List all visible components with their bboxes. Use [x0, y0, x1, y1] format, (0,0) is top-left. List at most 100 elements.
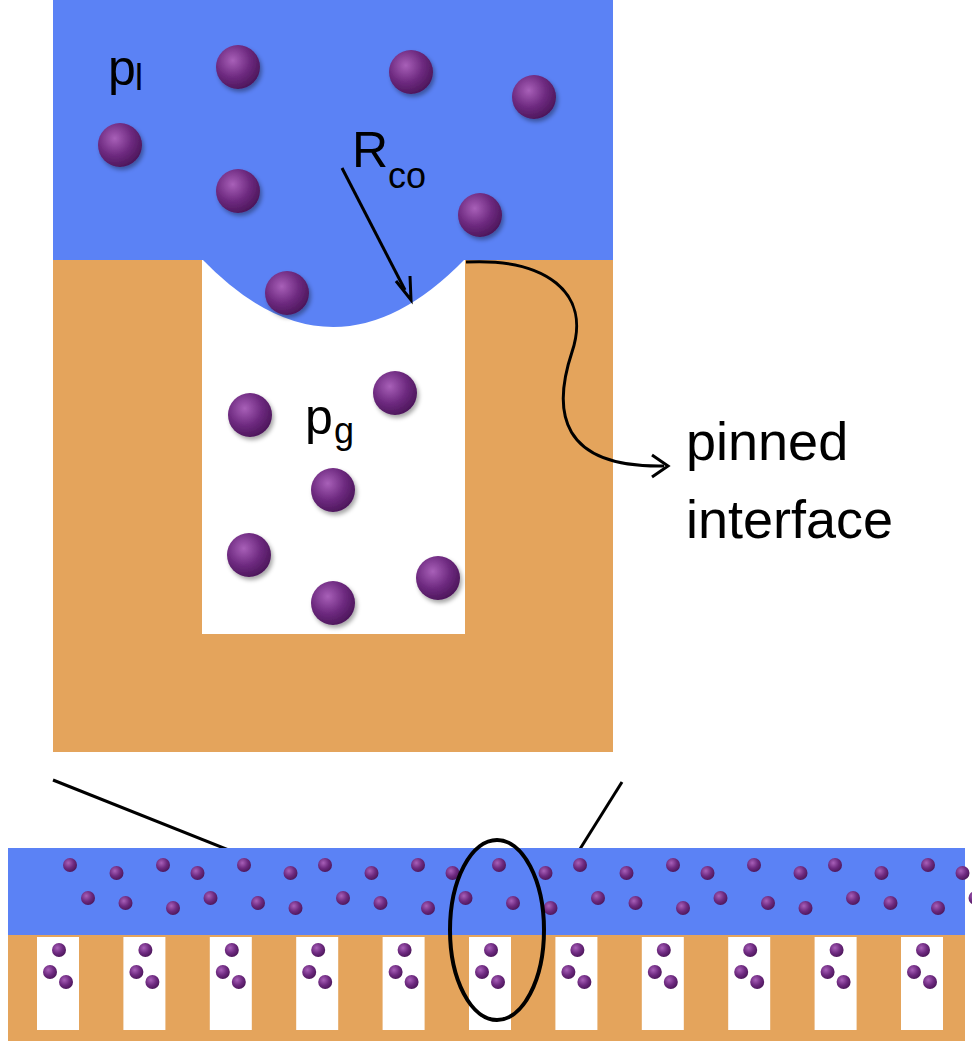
molecule	[459, 891, 473, 905]
molecule	[156, 858, 170, 872]
molecule	[475, 965, 489, 979]
molecule	[492, 858, 506, 872]
molecule	[743, 943, 757, 957]
molecule	[138, 943, 152, 957]
pore	[296, 937, 338, 1030]
pore	[728, 937, 770, 1030]
gas-molecule	[512, 75, 556, 119]
pore	[815, 937, 857, 1030]
pressure-symbol: p	[108, 43, 136, 93]
gas-cavity	[202, 260, 465, 634]
molecule	[907, 965, 921, 979]
pore-array	[37, 858, 972, 1030]
molecule	[799, 901, 813, 915]
molecule	[289, 901, 303, 915]
molecule	[539, 866, 553, 880]
substrate-layer	[8, 935, 965, 1041]
molecule	[828, 858, 842, 872]
liquid-region	[53, 0, 613, 261]
pore	[469, 937, 511, 1030]
molecule	[81, 891, 95, 905]
molecule	[166, 901, 180, 915]
pore	[123, 937, 165, 1030]
molecule	[750, 975, 764, 989]
molecule	[875, 866, 889, 880]
molecule	[204, 891, 218, 905]
molecule	[577, 975, 591, 989]
molecule	[969, 891, 972, 905]
gas-molecule	[458, 193, 502, 237]
molecule-group	[98, 45, 556, 625]
molecule	[591, 891, 605, 905]
meniscus	[202, 259, 465, 327]
molecule	[837, 975, 851, 989]
molecule	[657, 943, 671, 957]
pressure-symbol: p	[305, 392, 333, 442]
solid-substrate	[53, 260, 613, 752]
molecule	[191, 866, 205, 880]
gas-molecule	[265, 271, 309, 315]
molecule	[311, 943, 325, 957]
molecule	[916, 943, 930, 957]
molecule	[110, 866, 124, 880]
molecule	[931, 901, 945, 915]
molecule	[421, 901, 435, 915]
gas-molecule	[216, 169, 260, 213]
gas-molecule	[373, 371, 417, 415]
molecule	[794, 866, 808, 880]
subscript: g	[334, 413, 354, 449]
gas-molecule	[228, 393, 272, 437]
molecule	[676, 901, 690, 915]
molecule	[573, 858, 587, 872]
molecule	[561, 965, 575, 979]
gas-molecule	[311, 581, 355, 625]
molecule	[63, 858, 77, 872]
molecule	[52, 943, 66, 957]
molecule	[225, 943, 239, 957]
arrow-head	[396, 276, 411, 300]
molecule	[544, 901, 558, 915]
molecule	[761, 896, 775, 910]
molecule	[620, 866, 634, 880]
molecule	[821, 965, 835, 979]
liquid-layer	[8, 848, 965, 936]
molecule	[846, 891, 860, 905]
molecule	[570, 943, 584, 957]
molecule	[119, 896, 133, 910]
molecule	[830, 943, 844, 957]
molecule	[237, 858, 251, 872]
pore	[642, 937, 684, 1030]
gas-molecule	[416, 556, 460, 600]
leader-line	[466, 262, 664, 466]
gas-molecule	[216, 45, 260, 89]
molecule	[251, 896, 265, 910]
molecule	[506, 896, 520, 910]
molecule	[43, 965, 57, 979]
gas-molecule	[389, 50, 433, 94]
gas-molecule	[98, 123, 142, 167]
molecule	[956, 866, 970, 880]
molecule	[318, 858, 332, 872]
gas-molecule	[227, 533, 271, 577]
molecule	[701, 866, 715, 880]
molecule	[491, 975, 505, 989]
molecule	[411, 858, 425, 872]
molecule	[365, 866, 379, 880]
callout-label: pinned interface	[686, 402, 966, 559]
subscript: co	[388, 158, 426, 194]
molecule	[747, 858, 761, 872]
molecule	[398, 943, 412, 957]
arrow-head	[652, 455, 668, 477]
molecule	[129, 965, 143, 979]
molecule	[318, 975, 332, 989]
pore	[901, 937, 943, 1030]
molecule	[664, 975, 678, 989]
molecule	[484, 943, 498, 957]
molecule	[648, 965, 662, 979]
pore	[210, 937, 252, 1030]
subscript: l	[135, 60, 143, 96]
molecule	[666, 858, 680, 872]
zoom-ellipse	[450, 840, 544, 1020]
pore	[37, 937, 79, 1030]
